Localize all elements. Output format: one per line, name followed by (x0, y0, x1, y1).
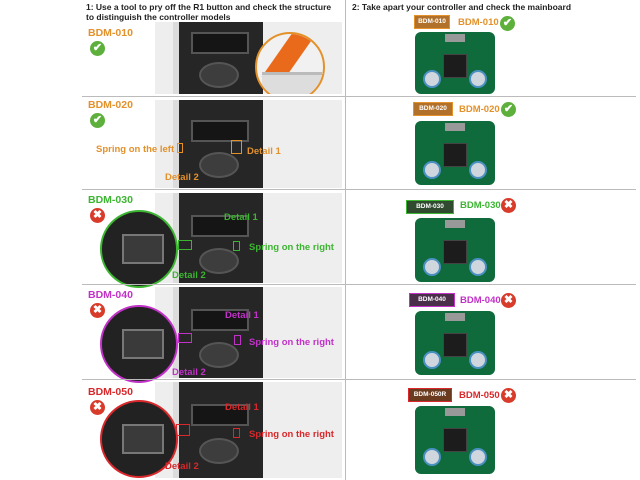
cross-icon: ✖ (501, 198, 516, 213)
spring-annotation: Spring on the right (249, 429, 334, 440)
cross-icon: ✖ (90, 400, 105, 415)
row-divider (82, 284, 636, 285)
cross-icon: ✖ (90, 208, 105, 223)
check-icon: ✔ (90, 41, 105, 56)
detail1-annotation: Detail 1 (247, 146, 281, 157)
cross-icon: ✖ (501, 388, 516, 403)
column-divider (345, 0, 346, 480)
board-label: BDM-040 (409, 293, 455, 307)
mainboard-photo (415, 218, 495, 282)
model-name: BDM-050 (88, 386, 133, 398)
detail-highlight (176, 424, 190, 436)
cross-icon: ✖ (501, 293, 516, 308)
board-model-name: BDM-020 (459, 104, 500, 115)
spring-annotation: Spring on the right (249, 242, 334, 253)
detail1-annotation: Detail 1 (225, 310, 259, 321)
row-bdm-010: BDM-010 ✔ BDM-010 BDM-010 ✔ (0, 0, 640, 96)
row-bdm-040: BDM-040 ✖ Detail 1 Spring on the right D… (0, 285, 640, 383)
detail2-annotation: Detail 2 (165, 461, 199, 472)
spring-highlight (233, 428, 240, 438)
detail1-annotation: Detail 1 (224, 212, 258, 223)
board-model-name: BDM-050 (459, 390, 500, 401)
spring-annotation: Spring on the right (249, 337, 334, 348)
step2-instruction: 2: Take apart your controller and check … (352, 2, 572, 12)
row-bdm-030: BDM-030 ✖ Detail 1 Spring on the right D… (0, 190, 640, 288)
check-icon: ✔ (500, 16, 515, 31)
row-bdm-020: BDM-020 ✔ Spring on the left Detail 1 De… (0, 97, 640, 189)
detail1-annotation: Detail 1 (225, 402, 259, 413)
controller-photo (155, 22, 342, 94)
board-label: BDM-020 (413, 102, 453, 116)
model-name: BDM-040 (88, 289, 133, 301)
detail-highlight (231, 140, 242, 154)
board-model-name: BDM-030 (460, 200, 501, 211)
mainboard-photo (415, 32, 495, 94)
detail-highlight (178, 333, 192, 343)
row-divider (82, 189, 636, 190)
detail-highlight (178, 240, 192, 250)
controller-photo (155, 287, 342, 378)
mainboard-photo (415, 311, 495, 375)
board-label: BDM-030 (406, 200, 454, 214)
spring-highlight (234, 335, 241, 345)
row-bdm-050: BDM-050 ✖ Detail 1 Spring on the right D… (0, 380, 640, 480)
controller-photo (155, 100, 342, 188)
controller-photo (155, 382, 342, 478)
model-name: BDM-030 (88, 194, 133, 206)
model-name: BDM-010 (88, 27, 133, 39)
spring-highlight (177, 143, 183, 153)
magnified-view (100, 210, 178, 288)
model-name: BDM-020 (88, 99, 133, 111)
board-label: BDM-050R (408, 388, 452, 402)
spring-highlight (233, 241, 240, 251)
mainboard-photo (415, 121, 495, 185)
magnified-view (100, 305, 178, 383)
board-label: BDM-010 (414, 15, 450, 29)
check-icon: ✔ (90, 113, 105, 128)
cross-icon: ✖ (90, 303, 105, 318)
pry-tool-icon (255, 32, 325, 94)
row-divider (82, 96, 636, 97)
board-model-name: BDM-040 (460, 295, 501, 306)
magnified-view (100, 400, 178, 478)
check-icon: ✔ (501, 102, 516, 117)
board-model-name: BDM-010 (458, 17, 499, 28)
spring-annotation: Spring on the left (96, 144, 175, 155)
detail2-annotation: Detail 2 (172, 367, 206, 378)
detail2-annotation: Detail 2 (165, 172, 199, 183)
step1-instruction: 1: Use a tool to pry off the R1 button a… (86, 2, 332, 22)
row-divider (82, 379, 636, 380)
mainboard-photo (415, 406, 495, 474)
detail2-annotation: Detail 2 (172, 270, 206, 281)
